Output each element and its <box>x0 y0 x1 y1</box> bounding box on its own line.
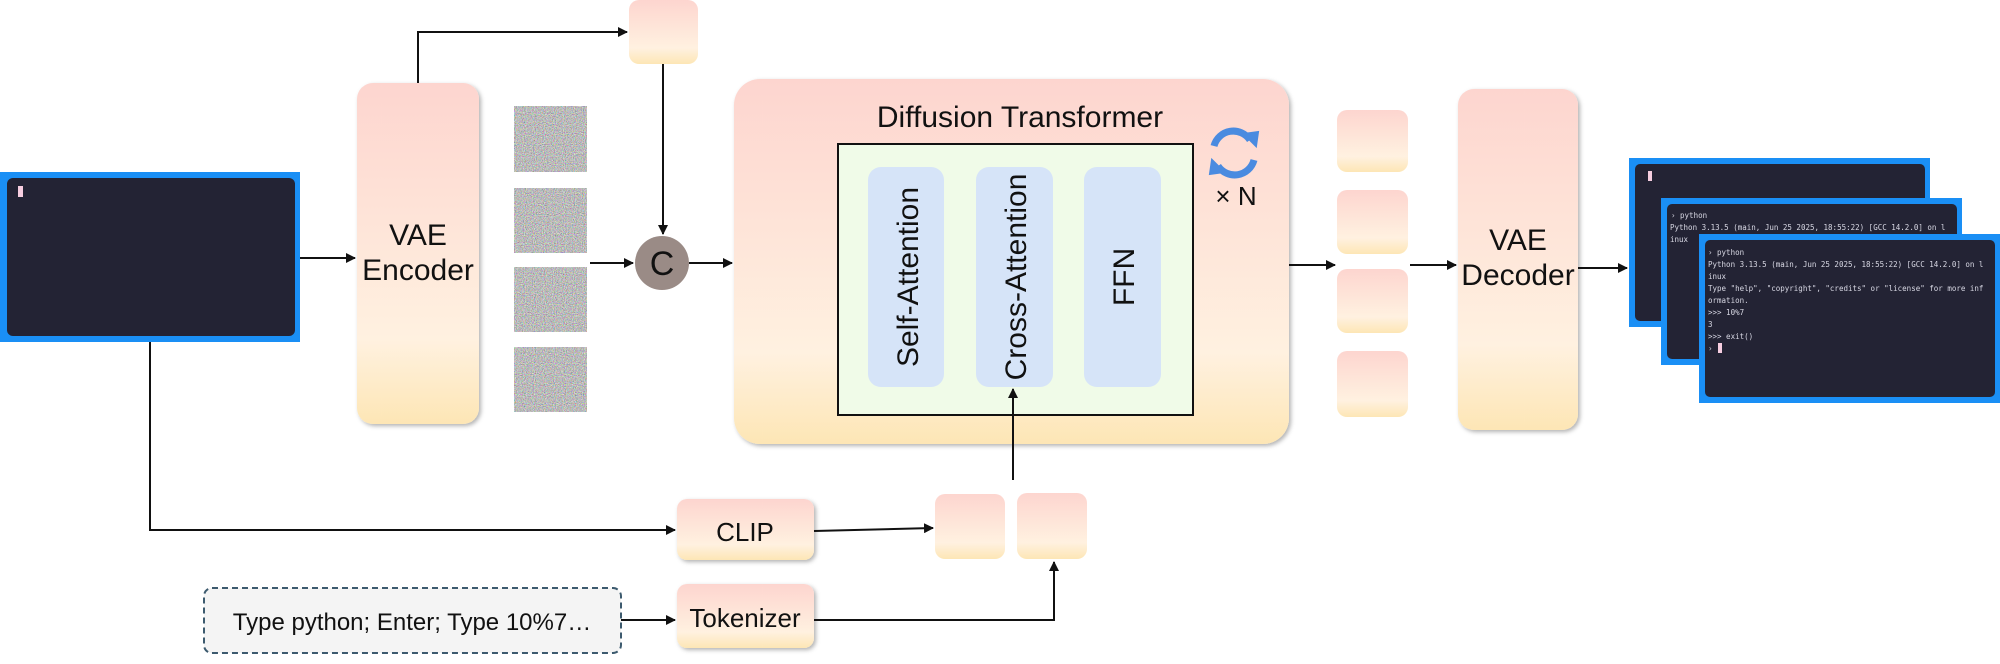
input-terminal-screenshot <box>0 172 300 342</box>
noise-latents <box>514 106 587 412</box>
svg-text:C: C <box>650 245 675 283</box>
output-latent <box>1337 351 1408 417</box>
output-latent <box>1337 110 1408 172</box>
svg-text:VAE: VAE <box>389 219 447 252</box>
action-text-box: Type python; Enter; Type 10%7… <box>203 587 622 654</box>
svg-text:Python 3.13.5 (main, Jun 25 20: Python 3.13.5 (main, Jun 25 2025, 18:55:… <box>1708 260 1983 269</box>
svg-text:VAE: VAE <box>1489 224 1547 257</box>
output-terminal-frames: › python Python 3.13.5 (main, Jun 25 202… <box>1629 158 2000 403</box>
svg-text:inux: inux <box>1708 272 1727 281</box>
svg-text:›: › <box>1708 344 1713 353</box>
svg-text:Type python; Enter; Type 10%7…: Type python; Enter; Type 10%7… <box>233 609 591 636</box>
concat-node: C <box>635 236 689 290</box>
noise-latent <box>514 188 587 253</box>
condition-latent <box>935 494 1005 559</box>
output-latent <box>1337 190 1408 254</box>
svg-text:3: 3 <box>1708 320 1713 329</box>
svg-text:Self-Attention: Self-Attention <box>892 187 925 367</box>
output-latents <box>1337 110 1408 417</box>
refresh-cycle-icon <box>1208 127 1260 179</box>
svg-text:inux: inux <box>1670 235 1689 244</box>
vae-encoder-block: VAE Encoder <box>357 83 479 424</box>
image-latent <box>629 0 698 64</box>
vae-decoder-block: VAE Decoder <box>1458 89 1578 430</box>
svg-text:FFN: FFN <box>1108 248 1141 306</box>
noise-latent <box>514 106 587 172</box>
svg-text:ormation.: ormation. <box>1708 296 1749 305</box>
svg-text:Tokenizer: Tokenizer <box>689 603 801 633</box>
svg-text:Encoder: Encoder <box>362 254 474 287</box>
tokenizer-block: Tokenizer <box>677 584 814 648</box>
ffn-block <box>1084 167 1161 387</box>
noise-latent <box>514 347 587 412</box>
svg-text:› python: › python <box>1708 248 1744 257</box>
condition-latent <box>1017 493 1087 559</box>
noise-latent <box>514 267 587 332</box>
svg-text:Cross-Attention: Cross-Attention <box>1000 174 1033 381</box>
svg-text:CLIP: CLIP <box>716 517 774 547</box>
dit-title: Diffusion Transformer <box>877 101 1163 134</box>
repeat-count: × N <box>1215 181 1256 211</box>
svg-text:› python: › python <box>1671 211 1707 220</box>
self-attention-block <box>868 167 944 387</box>
svg-text:>>> exit(): >>> exit() <box>1708 332 1753 341</box>
cross-attention-block <box>976 167 1053 387</box>
arrows <box>149 27 1628 625</box>
clip-block: CLIP <box>677 499 814 560</box>
diffusion-transformer: Diffusion Transformer Self-Attention Cro… <box>734 79 1289 444</box>
svg-text:Type "help", "copyright", "cre: Type "help", "copyright", "credits" or "… <box>1708 284 1983 293</box>
svg-text:Decoder: Decoder <box>1461 259 1574 292</box>
output-latent <box>1337 269 1408 333</box>
svg-text:Python 3.13.5 (main, Jun 25 20: Python 3.13.5 (main, Jun 25 2025, 18:55:… <box>1670 223 1945 232</box>
svg-text:>>> 10%7: >>> 10%7 <box>1708 308 1744 317</box>
